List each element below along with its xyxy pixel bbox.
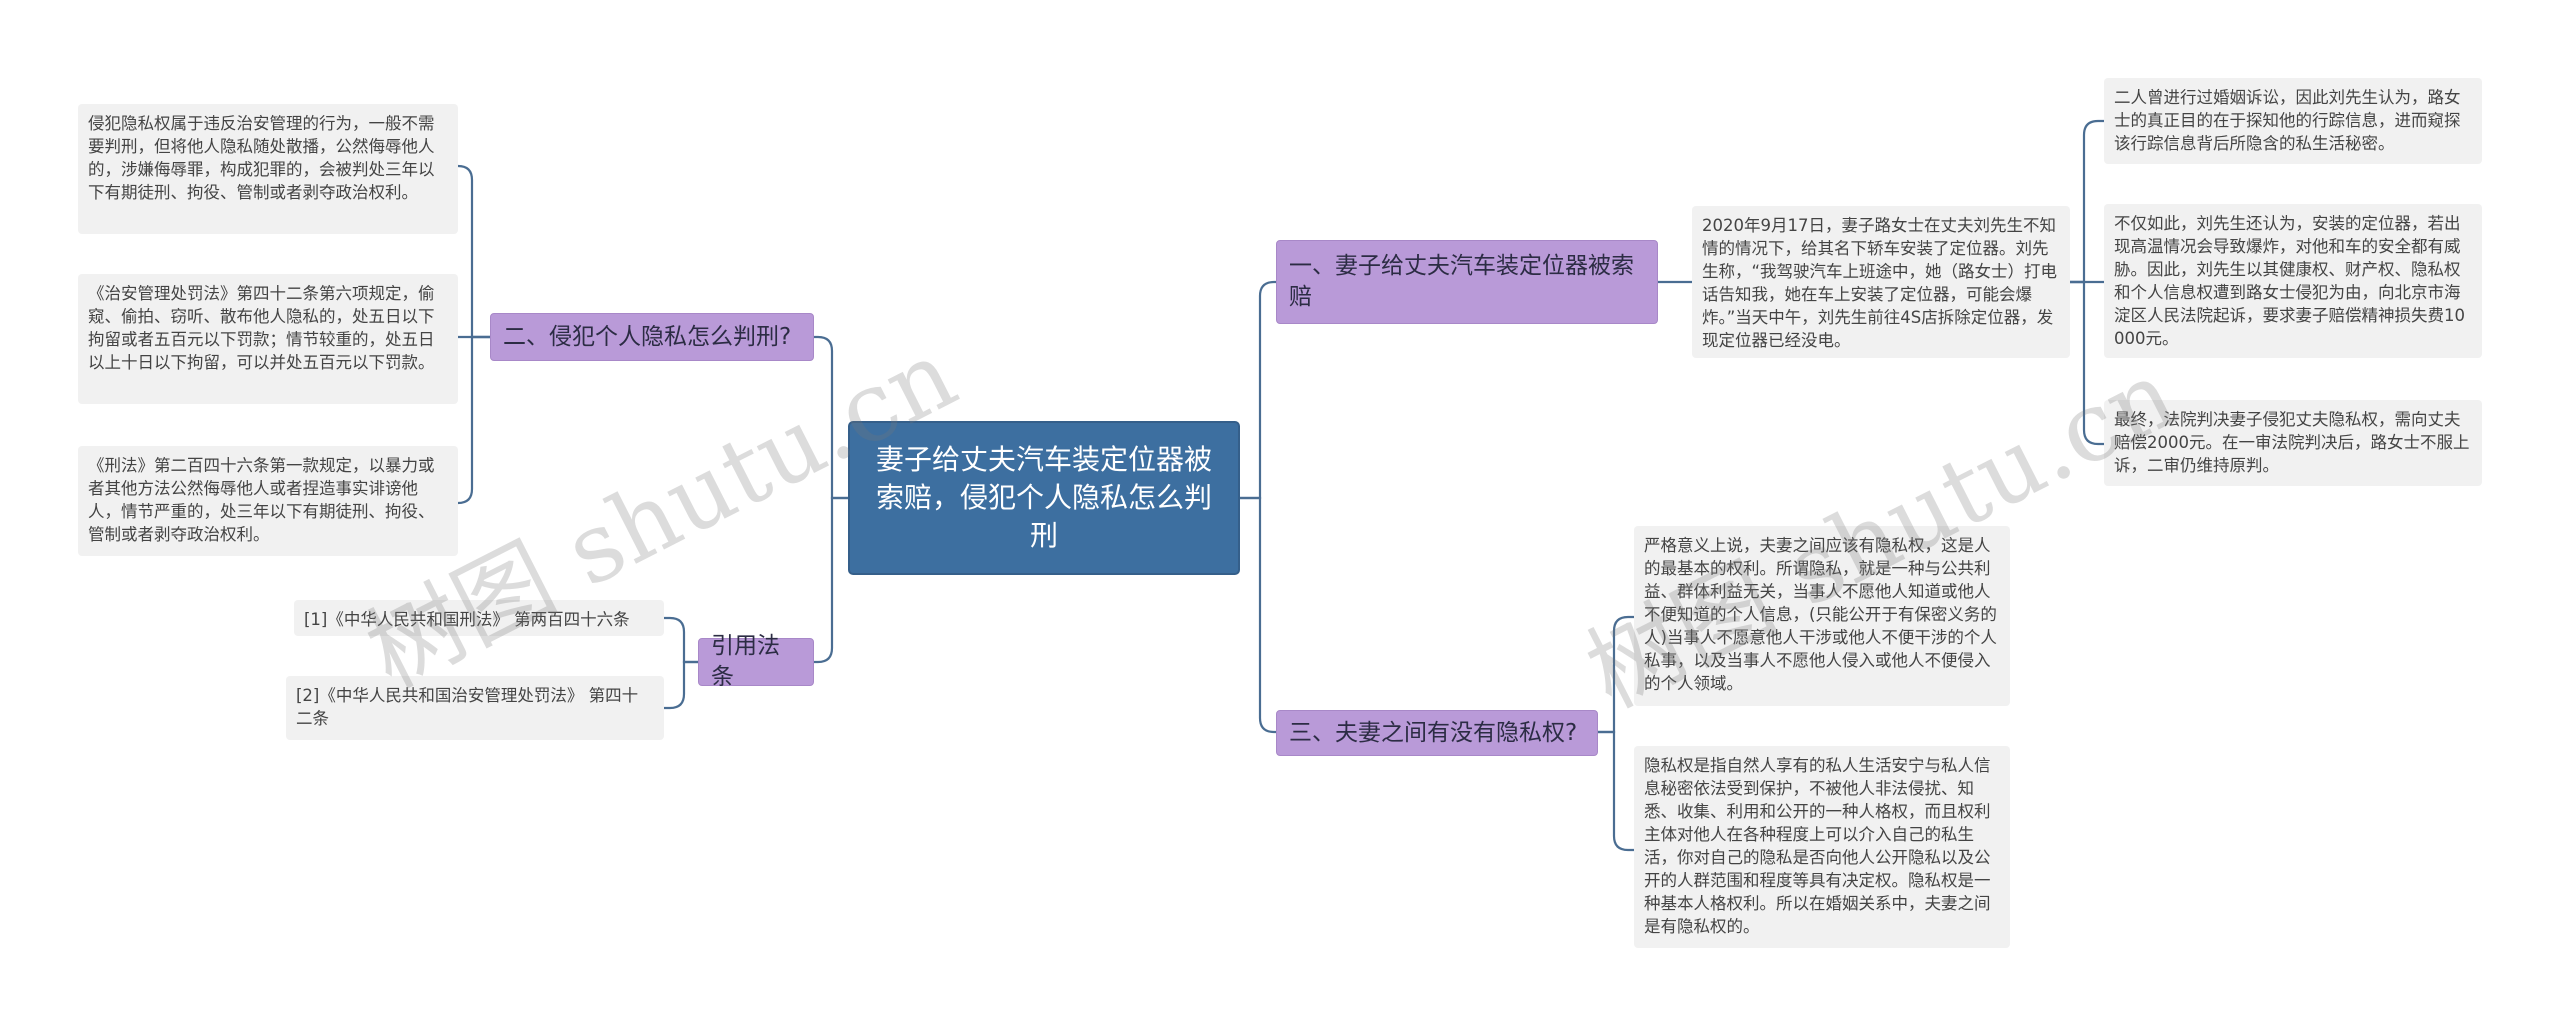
branch-3-detail-1-text: 严格意义上说，夫妻之间应该有隐私权，这是人的最基本的权利。所谓隐私，就是一种与公… (1644, 536, 1997, 693)
branch-1-summary-node[interactable]: 2020年9月17日，妻子路女士在丈夫刘先生不知情的情况下，给其名下轿车安装了定… (1692, 206, 2070, 358)
branch-3-detail-2[interactable]: 隐私权是指自然人享有的私人生活安宁与私人信息秘密依法受到保护，不被他人非法侵扰、… (1634, 746, 2010, 948)
link-root-b1 (1240, 280, 1276, 500)
branch-2-detail-1[interactable]: 侵犯隐私权属于违反治安管理的行为，一般不需要判刑，但将他人隐私随处散播，公然侮辱… (78, 104, 458, 234)
branch-1-detail-1[interactable]: 二人曾进行过婚姻诉讼，因此刘先生认为，路女士的真正目的在于探知他的行踪信息，进而… (2104, 78, 2482, 164)
branch-1-installing-tracker[interactable]: 一、妻子给丈夫汽车装定位器被索赔 (1276, 240, 1658, 324)
branch-2-sentencing[interactable]: 二、侵犯个人隐私怎么判刑? (490, 313, 814, 361)
link-root-b3 (1240, 496, 1276, 734)
branch-3-detail-1[interactable]: 严格意义上说，夫妻之间应该有隐私权，这是人的最基本的权利。所谓隐私，就是一种与公… (1634, 526, 2010, 706)
link-b2-d3 (457, 335, 490, 505)
branch-1-label: 一、妻子给丈夫汽车装定位器被索赔 (1289, 253, 1634, 310)
link-b2-d1 (457, 164, 490, 339)
link-b3-d2 (1598, 730, 1634, 852)
branch-4-detail-1[interactable]: [1]《中华人民共和国刑法》 第两百四十六条 (294, 600, 664, 636)
link-root-b4 (813, 496, 848, 664)
branch-2-label: 二、侵犯个人隐私怎么判刑? (503, 323, 792, 350)
branch-1-detail-1-text: 二人曾进行过婚姻诉讼，因此刘先生认为，路女士的真正目的在于探知他的行踪信息，进而… (2114, 88, 2461, 153)
branch-1-summary-text: 2020年9月17日，妻子路女士在丈夫刘先生不知情的情况下，给其名下轿车安装了定… (1702, 216, 2058, 350)
branch-3-detail-2-text: 隐私权是指自然人享有的私人生活安宁与私人信息秘密依法受到保护，不被他人非法侵扰、… (1644, 756, 1991, 936)
branch-1-detail-2[interactable]: 不仅如此，刘先生还认为，安装的定位器，若出现高温情况会导致爆炸，对他和车的安全都… (2104, 204, 2482, 358)
branch-4-label: 引用法条 (711, 633, 780, 690)
branch-2-detail-3-text: 《刑法》第二百四十六条第一款规定，以暴力或者其他方法公然侮辱他人或者捏造事实诽谤… (88, 456, 435, 544)
central-topic-label: 妻子给丈夫汽车装定位器被索赔，侵犯个人隐私怎么判刑 (875, 443, 1212, 552)
branch-4-detail-2[interactable]: [2]《中华人民共和国治安管理处罚法》 第四十二条 (286, 676, 664, 740)
branch-3-spousal-privacy[interactable]: 三、夫妻之间有没有隐私权? (1276, 710, 1598, 756)
branch-2-detail-2-text: 《治安管理处罚法》第四十二条第六项规定，偷窥、偷拍、窃听、散布他人隐私的，处五日… (88, 284, 435, 372)
central-topic[interactable]: 妻子给丈夫汽车装定位器被索赔，侵犯个人隐私怎么判刑 (848, 421, 1240, 575)
branch-4-cited-laws[interactable]: 引用法条 (698, 633, 814, 690)
branch-3-label: 三、夫妻之间有没有隐私权? (1289, 719, 1578, 746)
link-root-b2 (813, 335, 848, 500)
link-b3-d1 (1598, 615, 1634, 734)
branch-4-detail-2-text: [2]《中华人民共和国治安管理处罚法》 第四十二条 (296, 686, 639, 728)
branch-1-detail-3-text: 最终，法院判决妻子侵犯丈夫隐私权，需向丈夫赔偿2000元。在一审法院判决后，路女… (2114, 410, 2470, 475)
link-summary-d1 (2070, 119, 2104, 284)
branch-1-detail-3[interactable]: 最终，法院判决妻子侵犯丈夫隐私权，需向丈夫赔偿2000元。在一审法院判决后，路女… (2104, 400, 2482, 486)
branch-2-detail-2[interactable]: 《治安管理处罚法》第四十二条第六项规定，偷窥、偷拍、窃听、散布他人隐私的，处五日… (78, 274, 458, 404)
link-b4-d2 (664, 660, 698, 710)
link-b4-d1 (664, 616, 698, 664)
link-summary-d3 (2070, 280, 2104, 446)
branch-2-detail-1-text: 侵犯隐私权属于违反治安管理的行为，一般不需要判刑，但将他人隐私随处散播，公然侮辱… (88, 114, 435, 202)
branch-2-detail-3[interactable]: 《刑法》第二百四十六条第一款规定，以暴力或者其他方法公然侮辱他人或者捏造事实诽谤… (78, 446, 458, 556)
branch-4-detail-1-text: [1]《中华人民共和国刑法》 第两百四十六条 (304, 610, 630, 629)
branch-1-detail-2-text: 不仅如此，刘先生还认为，安装的定位器，若出现高温情况会导致爆炸，对他和车的安全都… (2114, 214, 2465, 348)
